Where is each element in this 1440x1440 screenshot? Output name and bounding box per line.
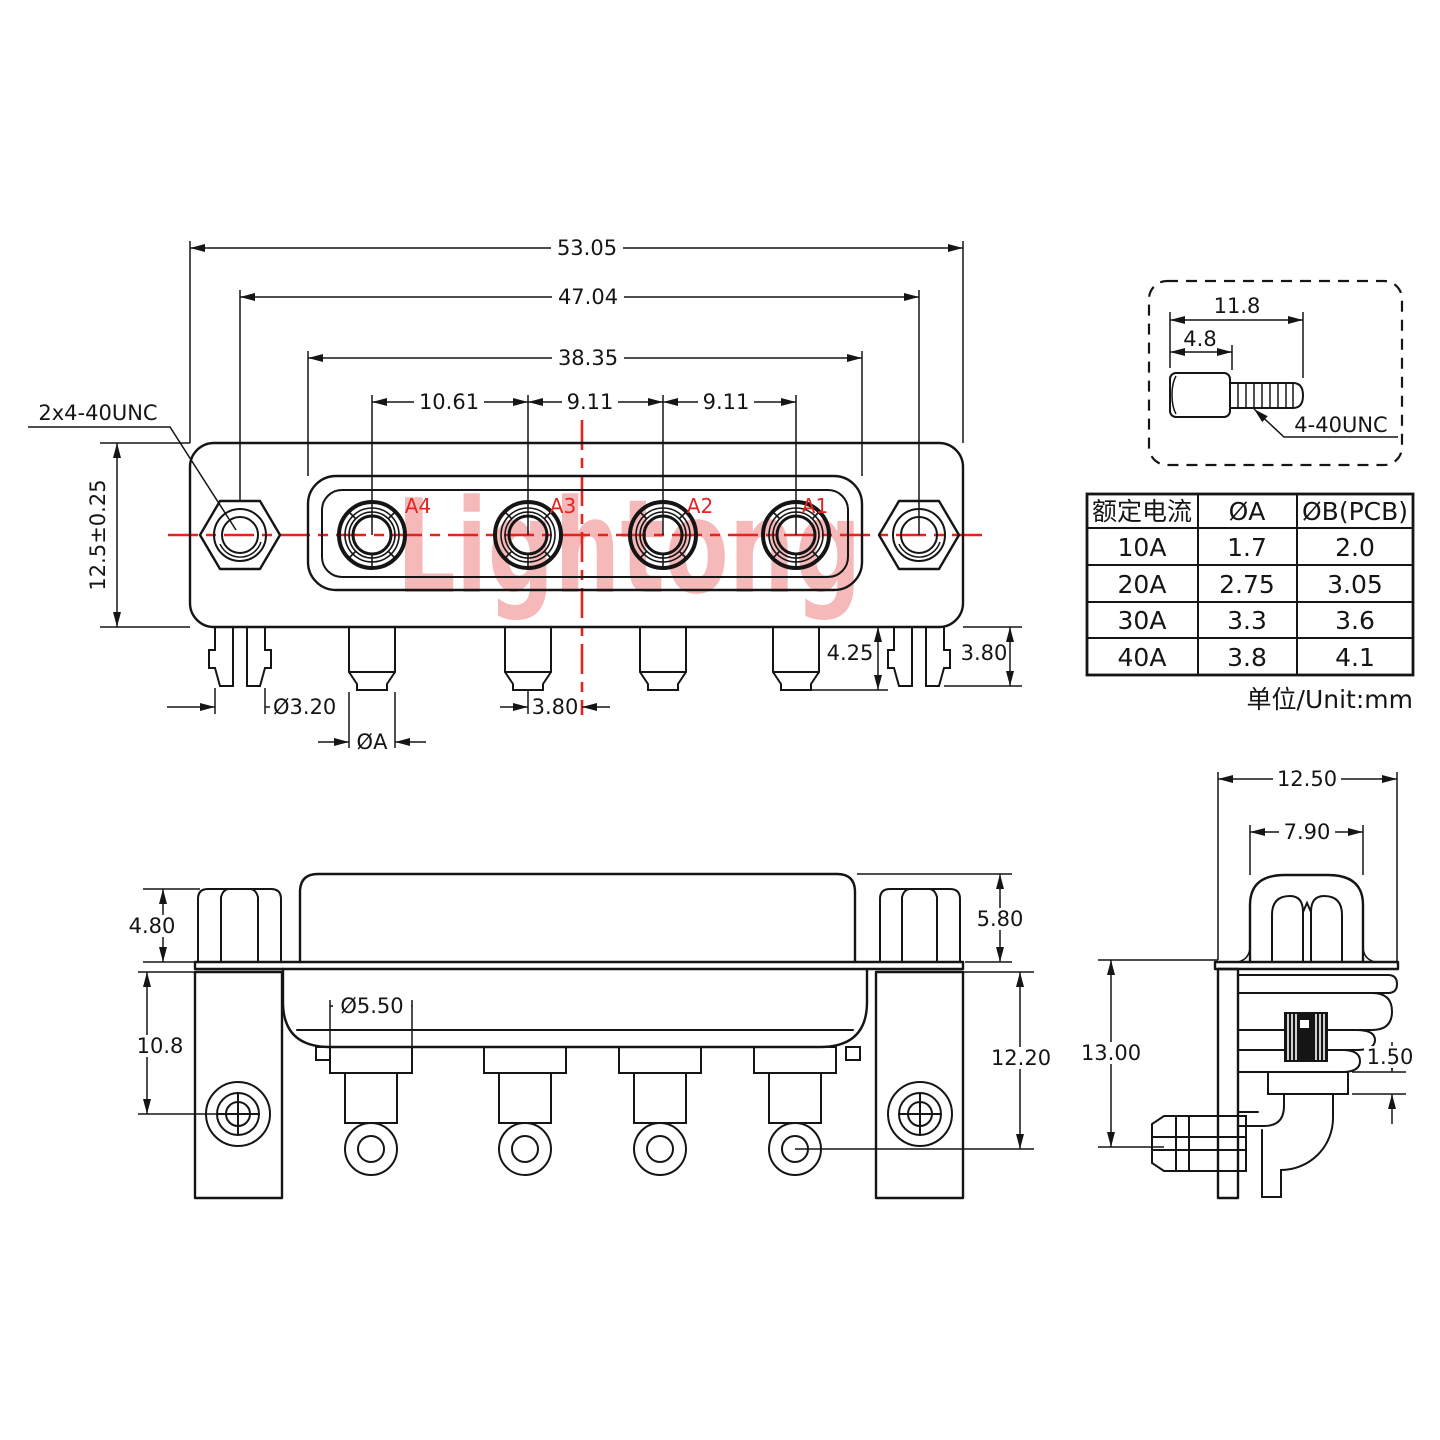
boardlock-left — [208, 626, 272, 687]
dim-overall-width: 53.05 — [557, 236, 617, 260]
cell-30a-b: 3.6 — [1335, 606, 1375, 635]
contact-a3 — [493, 500, 563, 570]
shell-profile — [298, 872, 857, 964]
side-view: 4.80 5.80 10.8 Ø5.50 12.20 — [126, 872, 1054, 1200]
solder-pins — [348, 626, 820, 691]
side-nut-left — [197, 888, 282, 963]
screw-head — [1169, 372, 1231, 418]
contact-label-a3: A3 — [550, 494, 576, 518]
dim-bracket-width: 12.50 — [1277, 767, 1337, 791]
front-view: A4 A3 A2 A1 53.05 — [28, 236, 1022, 754]
dim-shoulder-dia: Ø5.50 — [340, 994, 403, 1018]
table-row: 40A 3.8 4.1 — [1118, 643, 1375, 672]
hex-nut-left — [198, 499, 282, 571]
thread-callout: 2x4-40UNC — [38, 401, 157, 425]
d-insert-outer — [306, 474, 864, 592]
end-housing-steps — [1237, 974, 1399, 1095]
dim-pitch-a2-a1: 9.11 — [703, 390, 750, 414]
front-dimensions: 53.05 47.04 38.35 10.61 9.11 9.11 2x4-40… — [28, 236, 1022, 754]
table-row: 20A 2.75 3.05 — [1118, 570, 1383, 599]
bracket-right — [874, 970, 965, 1200]
cell-20a-a: 2.75 — [1219, 570, 1275, 599]
screw-thread-shank — [1229, 382, 1305, 409]
dim-nut-height: 4.80 — [129, 914, 176, 938]
end-flange-plate — [1213, 960, 1400, 971]
pin-a1 — [772, 626, 820, 691]
dim-insert-width: 38.35 — [558, 346, 618, 370]
right-angle-pins — [329, 1046, 837, 1176]
table-row: 10A 1.7 2.0 — [1118, 533, 1375, 562]
end-bracket-leg — [1216, 967, 1240, 1200]
pin-tail — [329, 1046, 413, 1176]
dim-pin-length: 4.25 — [827, 641, 874, 665]
bracket-left — [193, 970, 284, 1200]
boardlock-right — [887, 626, 951, 687]
dim-nut-width: 7.90 — [1284, 820, 1331, 844]
pin-a2 — [639, 626, 687, 691]
cell-20a-b: 3.05 — [1327, 570, 1383, 599]
dim-pin-dia: ØA — [357, 730, 389, 754]
cell-30a: 30A — [1118, 606, 1167, 635]
contact-label-a2: A2 — [687, 494, 713, 518]
dim-bracket-height: 13.00 — [1081, 1041, 1141, 1065]
dim-screw-spacing: 47.04 — [558, 285, 618, 309]
unit-note: 单位/Unit:mm — [1247, 685, 1413, 714]
pin-tail — [618, 1046, 702, 1176]
dim-boardlock-dia: Ø3.20 — [273, 695, 336, 719]
flange-plate — [193, 960, 965, 971]
end-lock-post — [1151, 1115, 1247, 1172]
dim-pitch-a3-a2: 9.11 — [567, 390, 614, 414]
cell-40a-a: 3.8 — [1227, 643, 1267, 672]
contact-label-a4: A4 — [405, 494, 431, 518]
dim-screw-head-length: 4.8 — [1183, 327, 1216, 351]
cell-40a-b: 4.1 — [1335, 643, 1375, 672]
bracket-screw-right — [887, 1081, 953, 1147]
dim-pin-thickness: 1.50 — [1367, 1045, 1414, 1069]
bent-pin — [1237, 1093, 1334, 1198]
dim-hole-offset: 10.8 — [137, 1034, 184, 1058]
connector-body-outline — [188, 441, 965, 629]
cell-30a-a: 3.3 — [1227, 606, 1267, 635]
cell-10a: 10A — [1118, 533, 1167, 562]
spec-table: 额定电流 ØA ØB(PCB) 10A 1.7 2.0 20A 2.75 3.0… — [1085, 492, 1415, 714]
end-nut — [1237, 873, 1376, 964]
insulator-housing — [281, 967, 869, 1049]
dim-pin-depth: 12.20 — [991, 1046, 1051, 1070]
threaded-stud — [1284, 1012, 1328, 1062]
dim-pitch-a4-a3: 10.61 — [419, 390, 479, 414]
watermark-text: Lightong — [397, 471, 862, 623]
pin-tail — [483, 1046, 567, 1176]
cell-20a: 20A — [1118, 570, 1167, 599]
side-dimensions: 4.80 5.80 10.8 Ø5.50 12.20 — [126, 873, 1054, 1150]
d-insert-inner — [321, 489, 849, 578]
screw-detail-inset: 11.8 4.8 4-40UNC — [1147, 279, 1404, 467]
cell-40a: 40A — [1118, 643, 1167, 672]
thread-lines — [1237, 384, 1294, 407]
pin-a4 — [348, 626, 396, 691]
side-nut-right — [879, 888, 961, 963]
dim-center-offset: 3.80 — [532, 695, 579, 719]
table-row: 30A 3.3 3.6 — [1118, 606, 1375, 635]
dim-boardlock-length: 3.80 — [961, 641, 1008, 665]
dim-shell-height: 5.80 — [977, 907, 1024, 931]
contact-label-a1: A1 — [802, 494, 828, 518]
end-dimensions: 12.50 7.90 13.00 1.50 — [1078, 767, 1416, 1148]
pin-a3 — [504, 626, 552, 691]
table-header-current: 额定电流 — [1092, 497, 1192, 526]
dim-body-height: 12.5±0.25 — [86, 479, 110, 590]
cell-10a-b: 2.0 — [1335, 533, 1375, 562]
screw-thread-label: 4-40UNC — [1294, 413, 1387, 437]
pin-tail — [753, 1046, 837, 1176]
table-header-dia-b: ØB(PCB) — [1302, 497, 1408, 526]
end-view: 12.50 7.90 13.00 1.50 — [1078, 767, 1416, 1200]
table-header-dia-a: ØA — [1229, 497, 1266, 526]
dim-screw-total-length: 11.8 — [1214, 294, 1261, 318]
cell-10a-a: 1.7 — [1227, 533, 1267, 562]
